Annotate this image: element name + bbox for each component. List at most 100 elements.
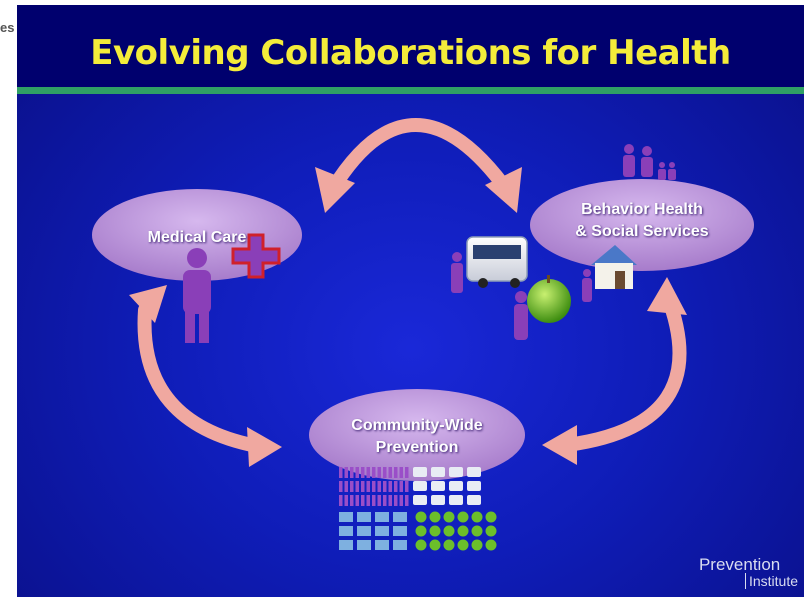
community-person-icon bbox=[355, 467, 359, 478]
community-house-icon bbox=[393, 540, 407, 550]
community-apple-icon bbox=[429, 511, 441, 523]
community-apple-icon bbox=[415, 511, 427, 523]
community-person-icon bbox=[377, 481, 381, 492]
community-person-icon bbox=[361, 481, 365, 492]
community-apple-icon bbox=[415, 525, 427, 537]
community-bus-icon bbox=[449, 467, 463, 477]
community-apple-icon bbox=[485, 511, 497, 523]
community-person-icon bbox=[383, 481, 387, 492]
community-person-icon bbox=[355, 481, 359, 492]
community-person-icon bbox=[361, 495, 365, 506]
slide-title: Evolving Collaborations for Health bbox=[90, 33, 731, 73]
community-apple-icon bbox=[471, 511, 483, 523]
community-house-icon bbox=[357, 526, 371, 536]
community-apple-icon bbox=[415, 539, 427, 551]
community-house-icon bbox=[339, 526, 353, 536]
community-bus-icon bbox=[467, 467, 481, 477]
community-house-icon bbox=[375, 512, 389, 522]
community-house-icon bbox=[357, 540, 371, 550]
community-house-icon bbox=[393, 526, 407, 536]
community-person-icon bbox=[361, 467, 365, 478]
community-person-icon bbox=[350, 495, 354, 506]
community-person-icon bbox=[399, 481, 403, 492]
arrow-left-head-bottom bbox=[247, 427, 282, 467]
community-apple-icon bbox=[443, 539, 455, 551]
community-person-icon bbox=[394, 495, 398, 506]
community-apple-icon bbox=[471, 525, 483, 537]
cycle-arrows bbox=[137, 118, 687, 454]
edge-text-fragment: es bbox=[0, 20, 15, 35]
arrow-top bbox=[325, 118, 514, 197]
community-bus-icon bbox=[449, 495, 463, 505]
slide: Evolving Collaborations for Health bbox=[17, 5, 804, 597]
community-house-icon bbox=[375, 540, 389, 550]
community-person-icon bbox=[372, 481, 376, 492]
community-apple-icon bbox=[443, 525, 455, 537]
community-node bbox=[309, 389, 525, 481]
community-bus-icon bbox=[413, 481, 427, 491]
community-person-icon bbox=[405, 481, 409, 492]
community-person-icon bbox=[350, 467, 354, 478]
community-person-icon bbox=[383, 495, 387, 506]
diagram-canvas bbox=[92, 118, 754, 551]
community-house-icon bbox=[393, 512, 407, 522]
community-bus-icon bbox=[431, 481, 445, 491]
family-icon bbox=[623, 144, 676, 180]
bus-icon bbox=[466, 236, 528, 288]
arrow-heads bbox=[129, 167, 687, 467]
arrow-left-head-top bbox=[129, 285, 167, 323]
community-apple-icon bbox=[443, 511, 455, 523]
community-bus-icon bbox=[413, 467, 427, 477]
community-apple-icon bbox=[485, 525, 497, 537]
arrow-right-head-bottom bbox=[542, 425, 577, 465]
community-bus-icon bbox=[467, 481, 481, 491]
arrow-left bbox=[137, 303, 269, 454]
community-person-icon bbox=[344, 495, 348, 506]
arrow-right-head-top bbox=[647, 277, 687, 315]
community-person-icon bbox=[377, 495, 381, 506]
community-person-icon bbox=[366, 467, 370, 478]
community-person-icon bbox=[377, 467, 381, 478]
person-icon-apple bbox=[514, 291, 528, 340]
community-person-icon bbox=[394, 481, 398, 492]
community-person-icon bbox=[344, 481, 348, 492]
community-person-icon bbox=[350, 481, 354, 492]
logo-line2: Institute bbox=[744, 573, 798, 589]
community-person-icon bbox=[388, 481, 392, 492]
community-person-icon bbox=[388, 495, 392, 506]
community-apple-icon bbox=[457, 539, 469, 551]
community-label-line1: Community-Wide bbox=[351, 417, 483, 434]
person-icon-medical bbox=[183, 248, 211, 343]
community-apple-icon bbox=[457, 511, 469, 523]
community-label-line2: Prevention bbox=[375, 439, 459, 456]
community-person-icon bbox=[339, 495, 343, 506]
behavior-label-line2: & Social Services bbox=[575, 223, 709, 240]
community-person-icon bbox=[399, 495, 403, 506]
community-person-icon bbox=[394, 467, 398, 478]
community-bus-icon bbox=[449, 481, 463, 491]
community-person-icon bbox=[355, 495, 359, 506]
community-bus-icon bbox=[413, 495, 427, 505]
apple-icon bbox=[527, 275, 571, 323]
arrow-top-head-right bbox=[485, 167, 522, 213]
person-icon-house bbox=[582, 269, 592, 302]
community-person-icon bbox=[372, 495, 376, 506]
community-bus-icon bbox=[431, 467, 445, 477]
prevention-institute-logo: Prevention Institute bbox=[699, 556, 798, 589]
arrow-top-head-left bbox=[315, 167, 355, 213]
community-person-icon bbox=[383, 467, 387, 478]
community-house-icon bbox=[339, 512, 353, 522]
community-bus-icon bbox=[431, 495, 445, 505]
behavior-label-line1: Behavior Health bbox=[581, 201, 703, 218]
community-apple-icon bbox=[471, 539, 483, 551]
house-icon bbox=[591, 245, 637, 289]
community-person-icon bbox=[366, 481, 370, 492]
community-house-icon bbox=[375, 526, 389, 536]
community-person-icon bbox=[366, 495, 370, 506]
arrow-right bbox=[560, 288, 687, 452]
medical-cross-icon bbox=[231, 233, 281, 279]
community-bus-icon bbox=[467, 495, 481, 505]
community-apple-icon bbox=[457, 525, 469, 537]
person-icon-bus bbox=[451, 252, 463, 293]
community-person-icon bbox=[372, 467, 376, 478]
